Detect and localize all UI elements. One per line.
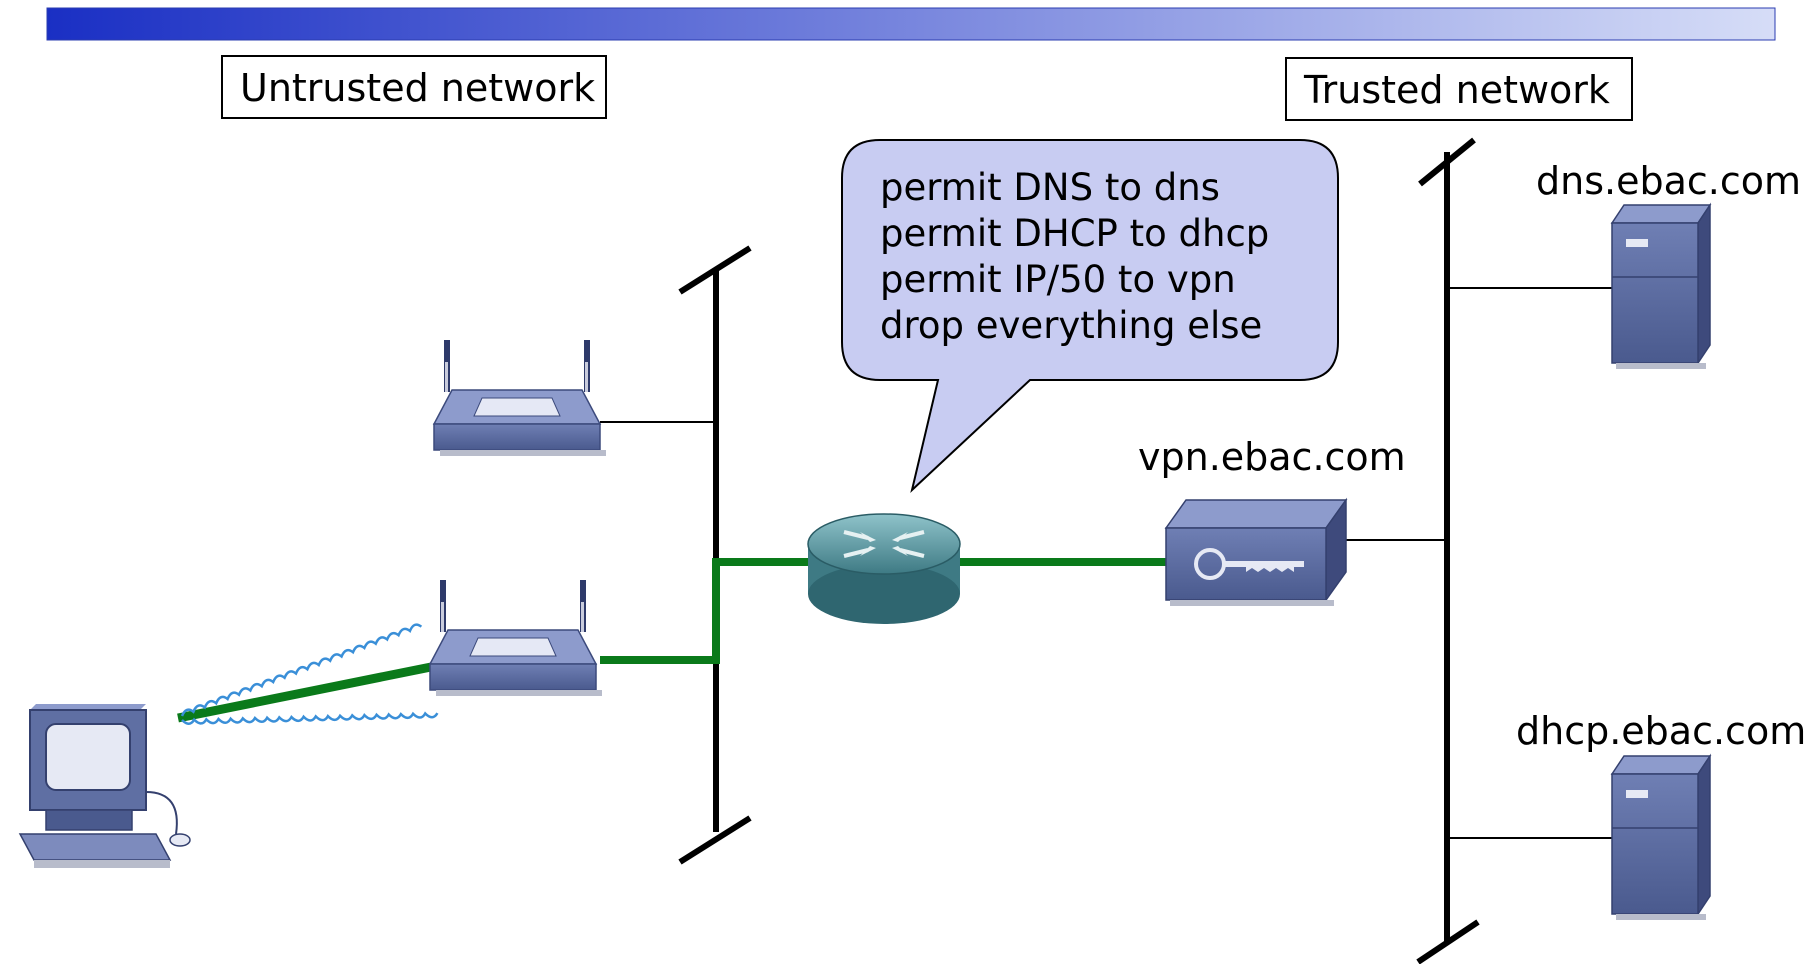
server-icon[interactable] <box>1610 202 1712 369</box>
wireless-access-point-icon[interactable] <box>428 580 602 696</box>
policy-rule-1: permit DNS to dns <box>880 166 1220 209</box>
untrusted-network-label: Untrusted network <box>221 55 607 119</box>
policy-rule-4: drop everything else <box>880 304 1262 347</box>
wireless-access-point-icon[interactable] <box>432 340 606 456</box>
trusted-network-bus <box>1416 137 1480 964</box>
policy-bubble: permit DNS to dns permit DHCP to dhcp pe… <box>841 139 1339 493</box>
vpn-concentrator-icon[interactable] <box>1164 497 1348 606</box>
wireless-link <box>177 623 439 726</box>
server-icon[interactable] <box>1610 753 1712 920</box>
policy-rule-2: permit DHCP to dhcp <box>880 212 1269 255</box>
active-path-ap2-router <box>600 558 812 664</box>
header-bar <box>46 7 1776 41</box>
trusted-network-text: Trusted network <box>1303 68 1610 112</box>
trusted-network-label: Trusted network <box>1285 57 1633 121</box>
vpn-host-label: vpn.ebac.com <box>1138 435 1406 479</box>
untrusted-network-bus <box>678 245 752 865</box>
computer-icon[interactable] <box>18 704 191 868</box>
dns-host-label: dns.ebac.com <box>1536 159 1801 203</box>
dhcp-host-label: dhcp.ebac.com <box>1516 709 1806 753</box>
untrusted-network-text: Untrusted network <box>240 66 595 110</box>
router-icon[interactable] <box>807 513 961 624</box>
policy-rule-3: permit IP/50 to vpn <box>880 258 1236 301</box>
